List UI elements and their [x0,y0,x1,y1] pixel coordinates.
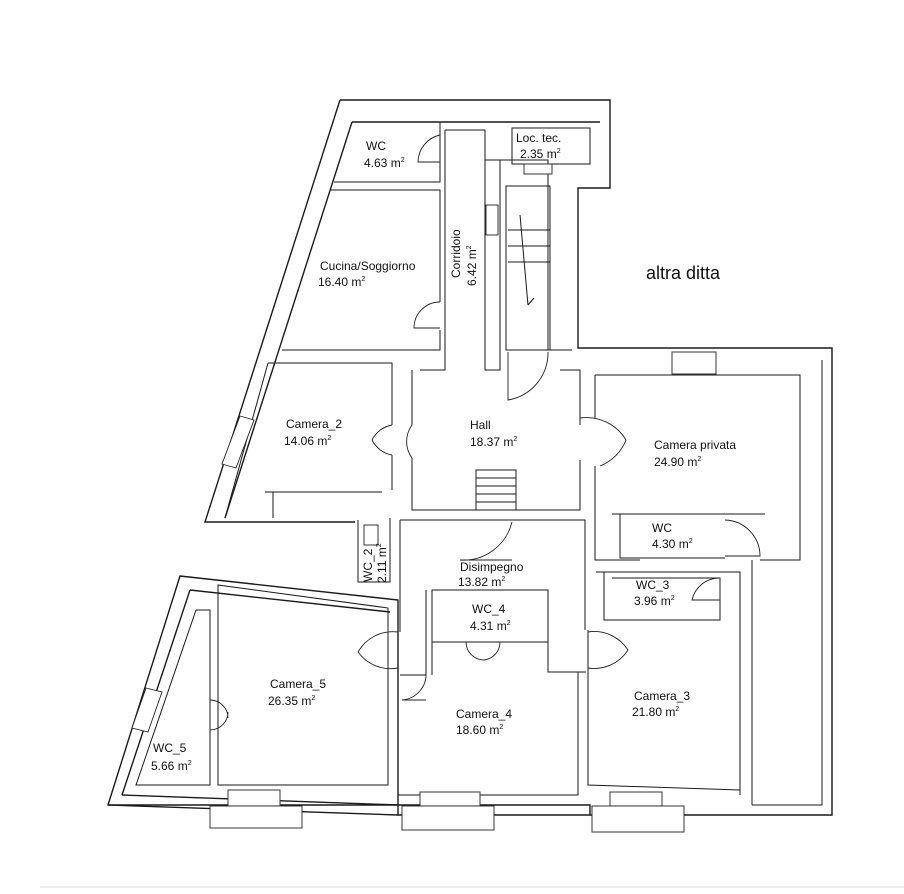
room-name-wc-5: WC_5 [153,741,187,755]
room-name-wc-4: WC_4 [472,602,506,616]
room-area-disimpegno: 13.82 m2 [458,575,505,589]
room-name-camera-2: Camera_2 [286,417,342,431]
room-name-cucina: Cucina/Soggiorno [320,259,416,273]
room-name-camera-5: Camera_5 [270,677,326,691]
room-area-camera-4: 18.60 m2 [456,723,503,737]
room-area-camera-privata: 24.90 m2 [654,455,701,469]
room-area-camera-2: 14.06 m2 [284,434,331,448]
room-area-hall: 18.37 m2 [470,435,517,449]
room-area-wc-top: 4.63 m2 [364,156,405,170]
room-labels: WC 4.63 m2 Loc. tec. 2.35 m2 Cucina/Sogg… [151,131,736,773]
room-name-hall: Hall [470,418,491,432]
room-area-wc-5: 5.66 m2 [151,759,192,773]
room-name-corridoio: Corridoio [449,229,463,278]
room-area-cucina: 16.40 m2 [318,275,365,289]
interior-walls [135,121,801,805]
room-name-loc-tec: Loc. tec. [516,131,561,145]
room-name-camera-4: Camera_4 [456,707,512,721]
windows [131,163,717,833]
stairs [475,214,550,511]
room-area-wc-4: 4.31 m2 [470,619,511,633]
room-area-corridoio: 6.42 m2 [465,245,479,286]
room-name-camera-3: Camera_3 [634,689,690,703]
annotation-altra-ditta: altra ditta [646,263,721,283]
room-name-wc-privata: WC [652,521,672,535]
room-area-camera-3: 21.80 m2 [632,705,679,719]
room-name-wc-top: WC [366,139,386,153]
room-name-camera-privata: Camera privata [654,438,736,452]
room-name-wc-3: WC_3 [636,578,670,592]
doors [209,134,761,731]
room-name-wc-2: WC_2 [361,548,375,582]
room-name-disimpegno: Disimpegno [460,560,524,574]
room-area-camera-5: 26.35 m2 [268,694,315,708]
room-area-loc-tec: 2.35 m2 [520,147,561,161]
room-area-wc-privata: 4.30 m2 [652,537,693,551]
room-area-wc-3: 3.96 m2 [634,594,675,608]
room-area-wc-2: 2.11 m2 [375,543,389,583]
